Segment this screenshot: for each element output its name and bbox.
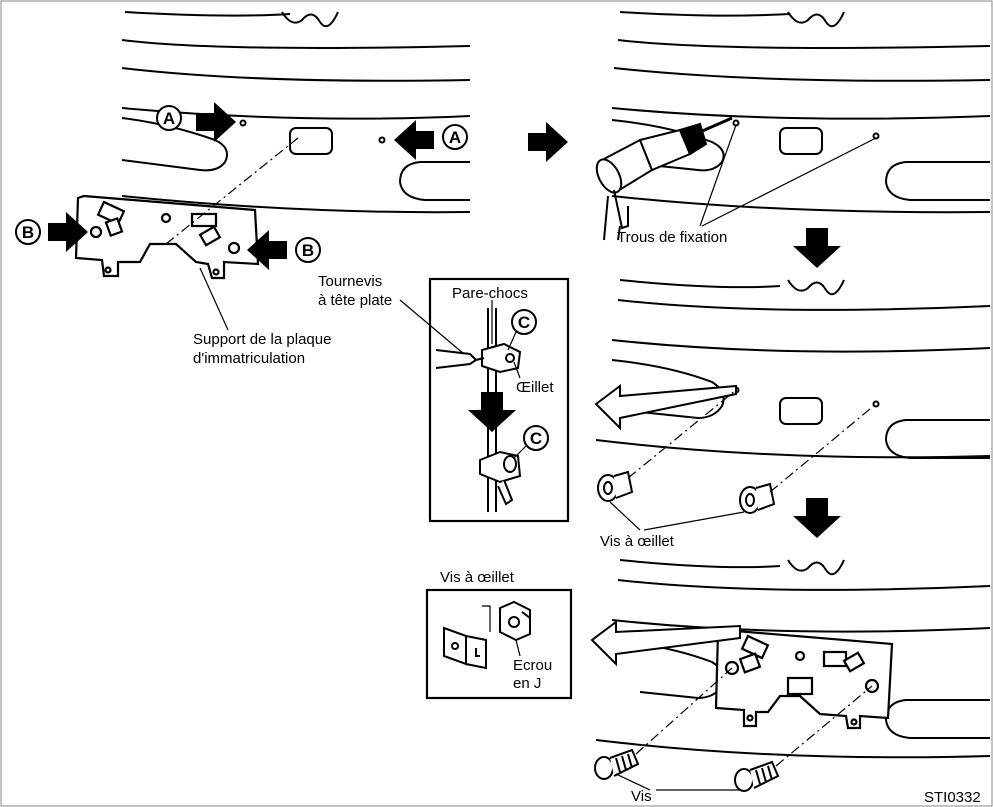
callout-c-2-text: C: [530, 429, 542, 448]
callout-c-1-text: C: [518, 313, 530, 332]
callout-c-2: C: [523, 425, 549, 451]
jnut-plate: [443, 626, 487, 670]
callout-a-1-text: A: [163, 109, 175, 128]
emblem-2: [787, 11, 845, 28]
emblem-1: [281, 11, 339, 28]
trous-leader: [699, 124, 877, 227]
vis-oeillet-label: Vis à œillet: [600, 533, 675, 550]
emblem-3: [787, 279, 845, 296]
callout-b-1-text: B: [22, 223, 34, 242]
vis-label: Vis: [631, 788, 652, 805]
jnut: [499, 600, 531, 642]
callout-a-1: A: [156, 105, 182, 131]
support-label-1: Support de la plaque: [193, 331, 331, 348]
callout-b-2-text: B: [302, 241, 314, 260]
vis-leader: [615, 773, 742, 791]
hollow-arrow-1: [594, 384, 737, 431]
arrow-step-1: [528, 122, 568, 162]
grommet-screw-1: [597, 470, 634, 502]
oeillet-label: Œillet: [516, 379, 554, 396]
emblem-4: [787, 559, 845, 576]
arrow-a-right: [394, 120, 434, 160]
parechocs-label: Pare-chocs: [452, 285, 528, 302]
license-plate-bracket: [74, 194, 260, 280]
callout-c-2-leader: [513, 445, 527, 459]
callout-b-2: B: [295, 237, 321, 263]
callout-a-2: A: [442, 124, 468, 150]
drill: [595, 116, 733, 241]
screwdriver: [435, 349, 485, 369]
clip-upper: [481, 342, 522, 374]
support-label-2: d'immatriculation: [193, 350, 305, 367]
bumper-panel-3: [595, 279, 991, 459]
support-leader: [199, 267, 229, 331]
callout-c-1: C: [511, 309, 537, 335]
callout-c-1-leader: [507, 331, 517, 351]
arrow-step-3: [793, 498, 841, 538]
vis-oeillet-leader: [609, 501, 745, 531]
ecrou-leader: [515, 639, 521, 657]
callout-b-1: B: [15, 219, 41, 245]
ecrou-label-1: Ecrou: [513, 657, 552, 674]
align-line-1: [165, 137, 299, 245]
tournevis-leader: [399, 299, 465, 355]
clip-lower: [479, 450, 522, 506]
align-line-5: [775, 685, 873, 767]
mounted-bracket: [714, 628, 894, 730]
ecrou-label-2: en J: [513, 675, 541, 692]
align-line-2: [627, 389, 737, 479]
arrow-step-2: [793, 228, 841, 268]
tournevis-label-1: Tournevis: [318, 273, 382, 290]
trous-label: Trous de fixation: [617, 229, 727, 246]
tournevis-label-2: à tête plate: [318, 292, 392, 309]
align-line-4: [635, 667, 733, 755]
align-line-3: [769, 403, 877, 493]
grommet-screw-2: [739, 482, 776, 514]
bolt-2: [734, 760, 780, 792]
callout-a-2-text: A: [449, 128, 461, 147]
oeillet-leader: [513, 361, 521, 379]
jnut-bracket-line: [482, 605, 491, 632]
figure-code: STI0332: [924, 789, 981, 806]
hollow-arrow-2: [590, 620, 741, 667]
bolt-1: [594, 748, 640, 780]
bumper-panel-2: [611, 11, 991, 214]
vis-oeillet-box-label: Vis à œillet: [440, 569, 515, 586]
